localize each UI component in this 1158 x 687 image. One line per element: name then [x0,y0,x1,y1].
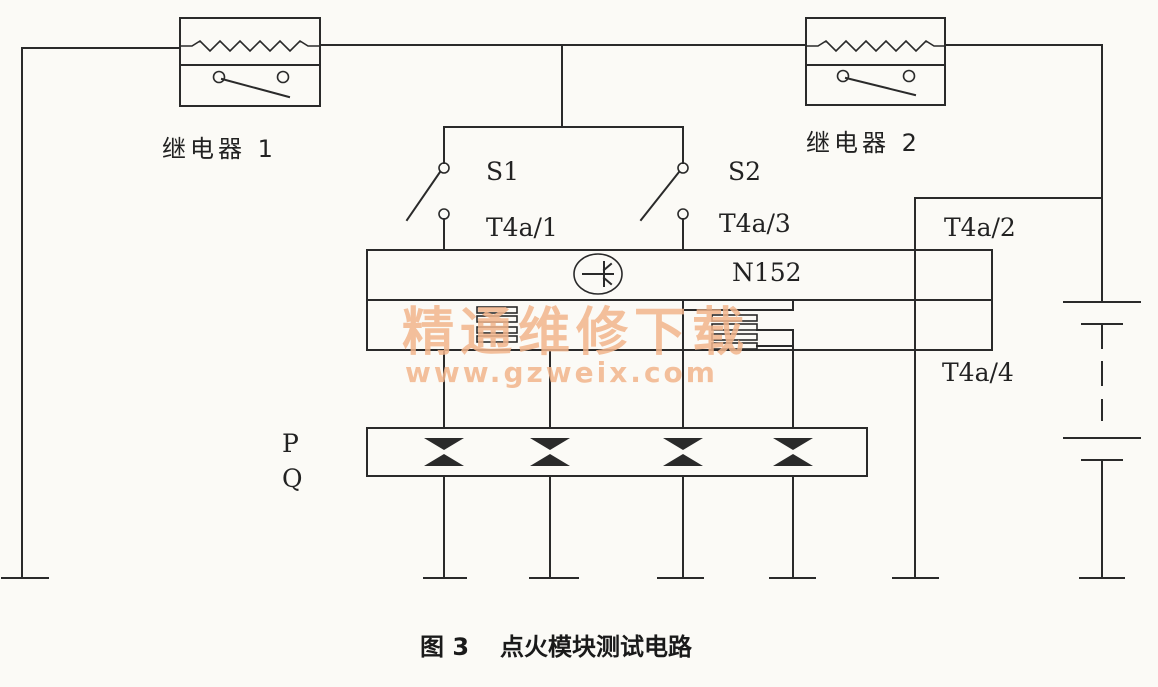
watermark-url: www.gzweix.com [405,356,718,389]
ground-legs [423,475,816,579]
p-label: P [282,429,299,458]
switch-s2 [639,162,689,251]
relay-2-label: 继电器 2 [806,129,921,157]
n152-label: N152 [732,258,802,287]
diode-board [366,427,868,477]
coil-windings [476,299,794,350]
t4a-1-label: T4a/1 [486,213,558,242]
figure-title: 点火模块测试电路 [500,633,693,661]
diode-pair-2 [530,438,570,466]
diode-pair-1 [424,438,464,466]
module-n152 [366,249,993,351]
relay-1-label: 继电器 1 [162,135,277,163]
switch-s1 [405,162,450,251]
t4a-3-label: T4a/3 [719,209,791,238]
relay-2 [805,17,946,106]
q-label: Q [282,464,303,493]
t4a-4-label: T4a/4 [942,358,1014,387]
relay-1 [179,17,321,107]
t4a-2-label: T4a/2 [944,213,1016,242]
battery [1063,301,1141,579]
output-leads [443,299,794,429]
diode-pair-3 [663,438,703,466]
s2-label: S2 [728,157,761,186]
wiring [1,44,1103,579]
s1-label: S1 [486,157,519,186]
figure-number: 图 3 [420,633,469,661]
watermark-cn: 精通维修下载 [402,303,750,363]
diode-pair-4 [773,438,813,466]
